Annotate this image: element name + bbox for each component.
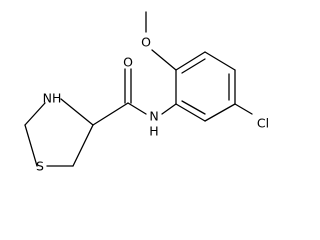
atom-labels: O NH N H S O Cl: [36, 35, 269, 174]
molecule-diagram: O NH N H S O Cl: [24, 11, 269, 174]
atom-label-chlorine: Cl: [257, 116, 269, 131]
bond-ar3-ar4: [204, 51, 236, 71]
bond-ch2-nh: [24, 102, 46, 126]
bond-s-ch2: [24, 124, 38, 167]
bond-carbonyl-n: [127, 102, 147, 115]
atom-label-amide-nitrogen: N: [149, 109, 158, 124]
atom-label-sulfur: S: [36, 159, 44, 174]
bond-nh-c4: [60, 98, 94, 126]
bond-ar6-ar1-inner: [181, 100, 206, 115]
bond-ar2-ar3-inner: [181, 58, 206, 74]
bond-ar5-ar6: [204, 103, 236, 122]
atom-label-ring-nitrogen: NH: [43, 91, 62, 106]
bond-n-aryl: [161, 103, 177, 115]
atom-label-amide-hydrogen: H: [149, 124, 158, 139]
bond-ar2-o: [151, 49, 177, 71]
atom-label-methoxy-oxygen: O: [141, 35, 151, 50]
bonds: [24, 11, 253, 167]
atom-label-carbonyl-oxygen: O: [123, 55, 133, 70]
bond-c4-c5: [72, 124, 94, 167]
bond-ar2-ar3: [175, 51, 206, 71]
bond-c4-carbonyl: [92, 102, 129, 126]
bond-ar5-cl: [234, 103, 253, 115]
bond-ar6-ar1: [175, 103, 206, 122]
